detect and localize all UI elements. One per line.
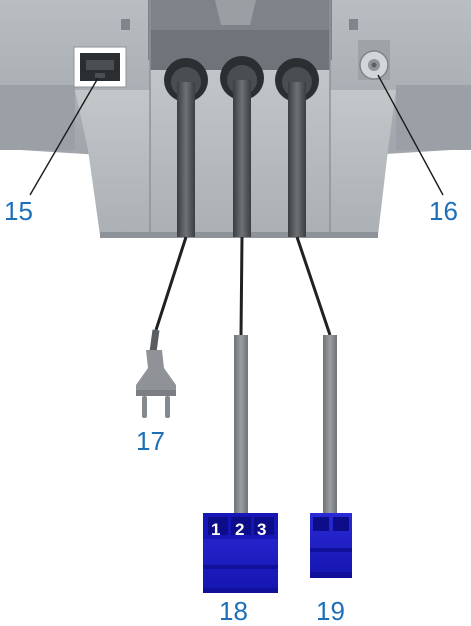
connector-pin-2-label: 2 [235,520,245,539]
connector-pin-3-label: 3 [257,520,267,539]
connector-18 [203,513,278,593]
callout-16: 16 [429,196,458,226]
callout-19: 19 [316,596,345,626]
connector-pin-1-label: 1 [211,520,221,539]
cables-in-housing [177,80,306,237]
lan-port [73,46,127,88]
coax-connector [358,40,390,80]
power-plug [136,350,176,418]
power-cord [149,236,188,353]
callout-15: 15 [4,196,33,226]
callout-18: 18 [219,596,248,626]
callout-17: 17 [136,426,165,456]
leader-lines [29,74,444,196]
connector-19 [310,513,352,578]
cord-19 [295,236,337,513]
cord-18 [234,236,248,513]
